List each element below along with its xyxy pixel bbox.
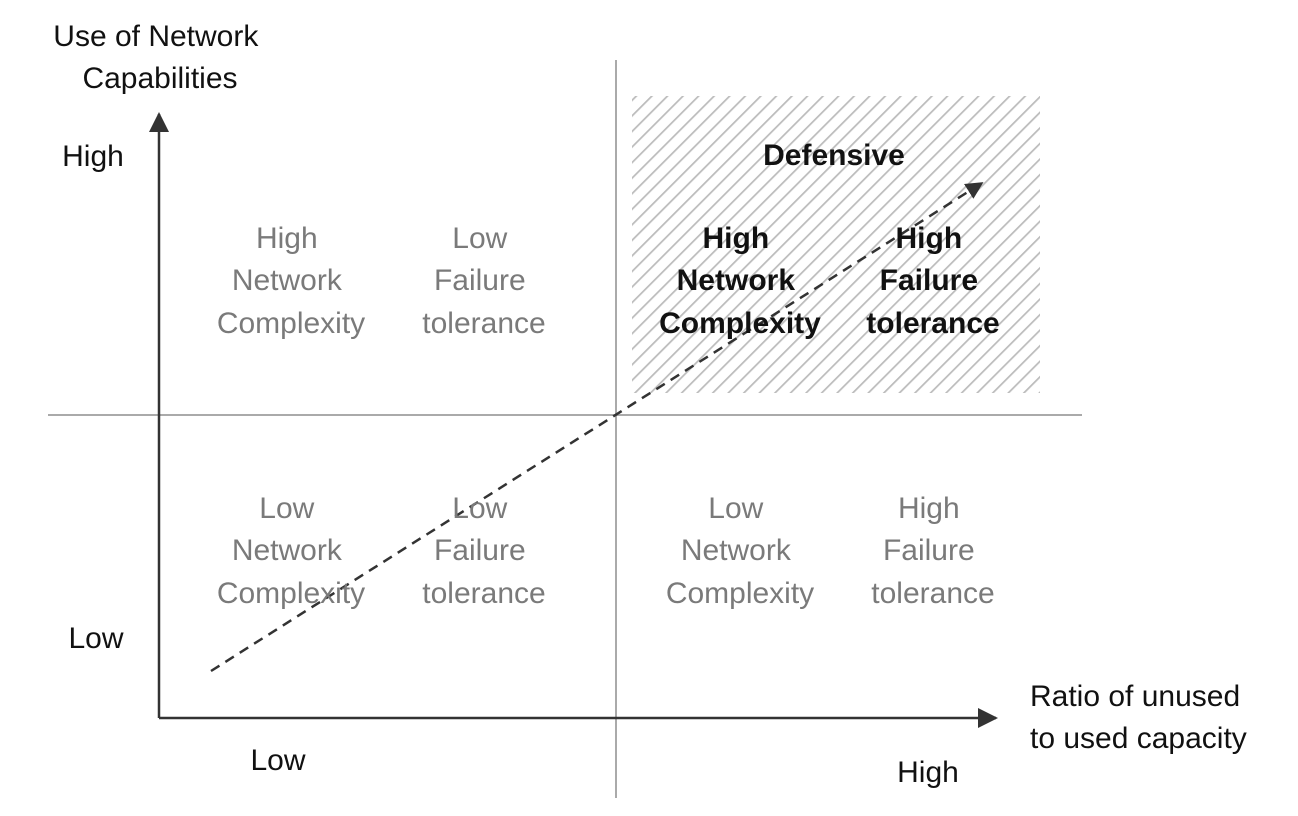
top-right-complexity: High Network Complexity xyxy=(659,222,821,340)
defensive-zone xyxy=(632,96,1040,393)
y-axis-high-label: High xyxy=(62,140,124,173)
top-right-tolerance: High Failure tolerance xyxy=(866,222,999,340)
defensive-title: Defensive xyxy=(763,139,905,172)
x-axis-title: Ratio of unused to used capacity xyxy=(1030,680,1249,755)
y-axis-low-label: Low xyxy=(68,622,123,655)
top-left-tolerance: Low Failure tolerance xyxy=(422,222,545,340)
bottom-right-tolerance: High Failure tolerance xyxy=(871,492,994,610)
x-axis-high-label: High xyxy=(897,756,959,789)
top-left-complexity: High Network Complexity xyxy=(217,222,365,340)
y-axis-title: Use of Network Capabilities xyxy=(53,20,266,95)
x-axis-low-label: Low xyxy=(250,744,305,777)
bottom-left-tolerance: Low Failure tolerance xyxy=(422,492,545,610)
bottom-right-complexity: Low Network Complexity xyxy=(666,492,814,610)
bottom-left-complexity: Low Network Complexity xyxy=(217,492,365,610)
